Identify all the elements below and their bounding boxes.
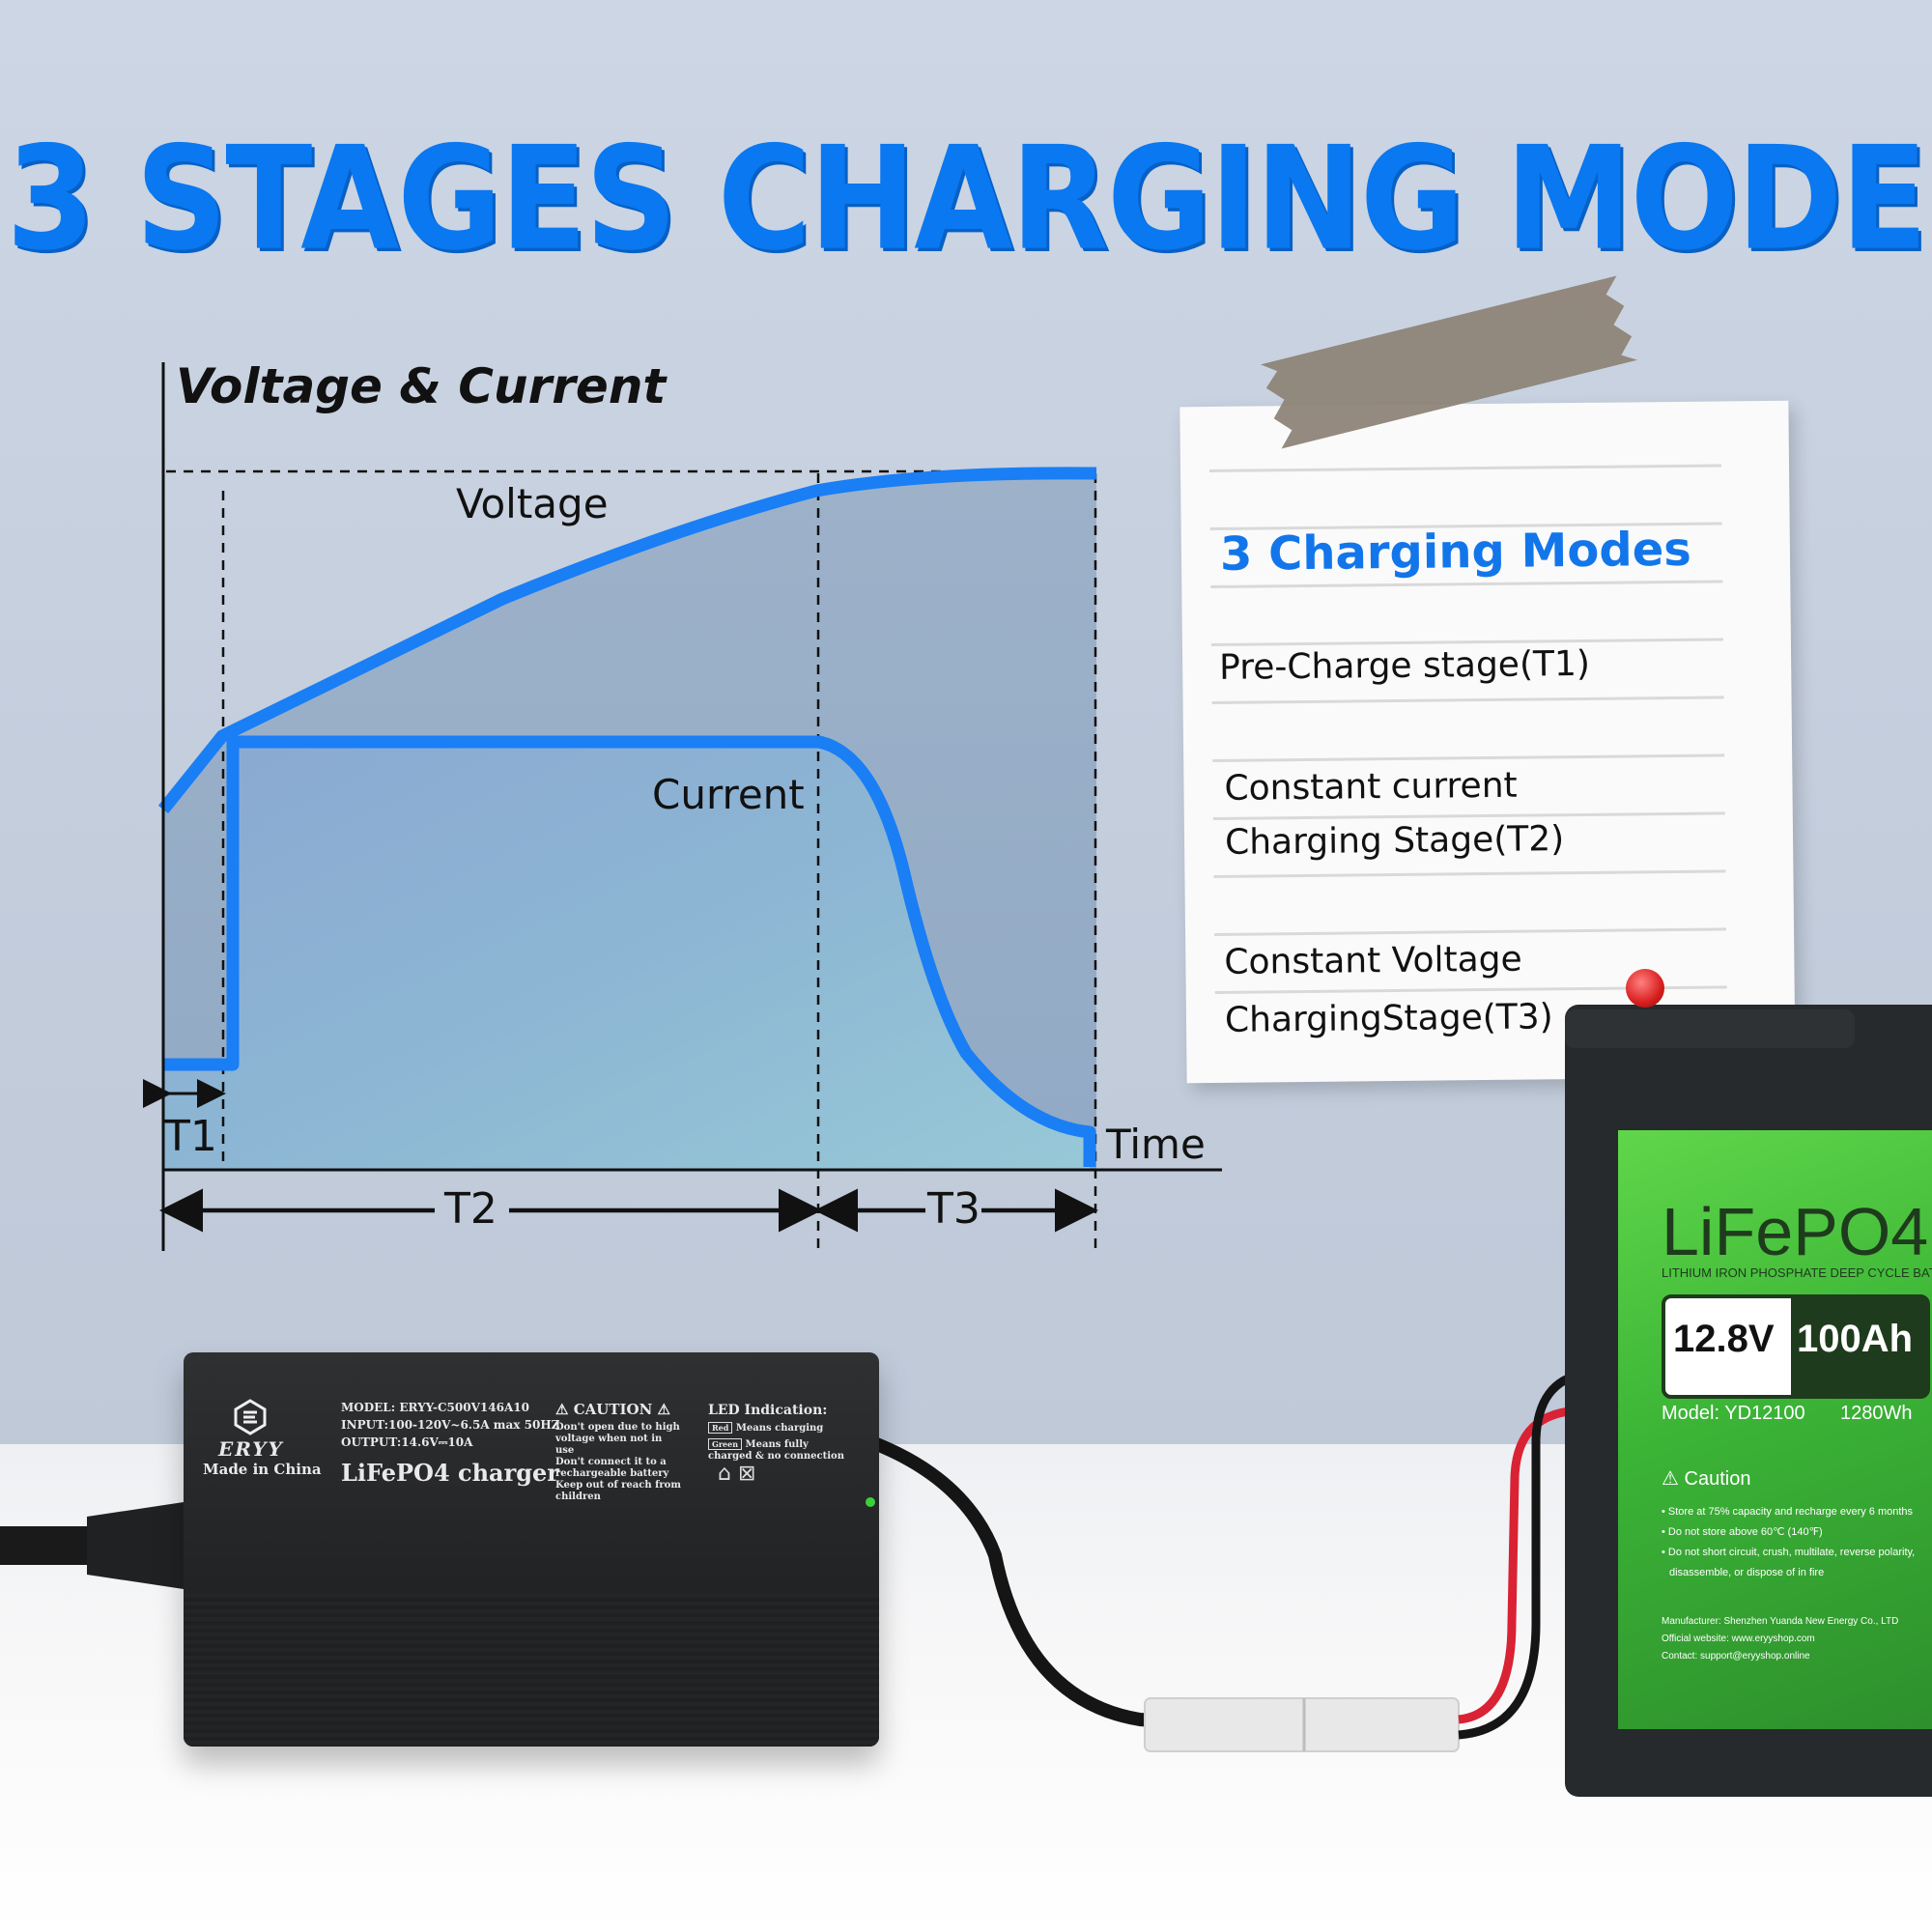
cables	[0, 1369, 1585, 1752]
current-curve	[163, 735, 1096, 1167]
note-rule	[1209, 464, 1722, 472]
ac-plug	[87, 1502, 184, 1589]
battery-subtitle: LITHIUM IRON PHOSPHATE DEEP CYCLE BATTER…	[1662, 1265, 1932, 1280]
warning-triangle-icon: ⚠	[657, 1401, 670, 1418]
warning-triangle-icon: ⚠	[1662, 1468, 1679, 1490]
charger-made-in: Made in China	[203, 1461, 322, 1478]
headline: 3 STAGES CHARGING MODE	[6, 116, 1927, 283]
note-rule	[1213, 869, 1726, 878]
battery-capacity: 100Ah	[1797, 1318, 1914, 1360]
note-title: 3 Charging Modes	[1219, 522, 1692, 582]
charger-model: MODEL: ERYY-C500V146A10	[341, 1401, 529, 1414]
battery-rating-box: 12.8V 100Ah	[1662, 1294, 1930, 1399]
battery-caution-item: • Do not short circuit, crush, multilate…	[1662, 1547, 1916, 1558]
led-green-text: Means fully charged & no connection	[708, 1439, 844, 1462]
current-label: Current	[652, 771, 805, 818]
note-pre-charge: Pre-Charge stage(T1)	[1218, 643, 1591, 688]
voltage-label: Voltage	[456, 480, 609, 527]
led-red-row: Red Means charging	[708, 1422, 853, 1435]
led-title: LED Indication:	[708, 1403, 828, 1418]
disposal-icons: ⌂ ⊠	[718, 1462, 756, 1486]
battery-red-lead	[1458, 1406, 1585, 1724]
battery-label: LiFePO4 LITHIUM IRON PHOSPHATE DEEP CYCL…	[1618, 1130, 1932, 1729]
charger-brand: ERYY	[218, 1437, 284, 1461]
current-area	[163, 742, 1090, 1169]
battery-terminal-cap	[1626, 969, 1664, 1008]
sticky-note: 3 Charging Modes Pre-Charge stage(T1) Co…	[1179, 400, 1796, 1084]
charging-diagram: Voltage & Current Voltage Current Time T…	[143, 358, 1222, 1251]
battery-caution-item: disassemble, or dispose of in fire	[1669, 1567, 1825, 1578]
battery-caution-item: • Store at 75% capacity and recharge eve…	[1662, 1506, 1914, 1518]
led-green-tag: Green	[708, 1438, 743, 1450]
voltage-curve	[157, 467, 1097, 814]
battery-lid	[1565, 1009, 1855, 1048]
warning-triangle-icon: ⚠	[555, 1401, 569, 1418]
battery-chemistry: LiFePO4	[1662, 1194, 1929, 1269]
lifepo4-charger: ERYY Made in China MODEL: ERYY-C500V146A…	[184, 1352, 879, 1747]
charger-heat-fins	[184, 1594, 879, 1747]
caution-item: Keep out of reach from children	[555, 1480, 681, 1502]
charger-caution-title: ⚠ CAUTION ⚠	[555, 1401, 670, 1418]
t1-label: T1	[163, 1112, 217, 1161]
caution-item: Don't open due to high voltage when not …	[555, 1422, 680, 1456]
t3-label: T3	[926, 1184, 980, 1234]
note-cv-line2: ChargingStage(T3)	[1224, 997, 1553, 1040]
battery-caution-title: ⚠ Caution	[1662, 1466, 1750, 1491]
battery-caution-item: • Do not store above 60℃ (140℉)	[1662, 1526, 1823, 1538]
eryy-logo-icon	[234, 1399, 267, 1435]
battery-model: Model: YD12100	[1662, 1403, 1805, 1424]
battery-voltage: 12.8V	[1673, 1318, 1775, 1360]
led-red-text: Means charging	[735, 1423, 824, 1434]
caution-item: Don't connect it to a rechargeable batte…	[555, 1457, 669, 1479]
note-cc-line1: Constant current	[1224, 765, 1518, 809]
led-red-tag: Red	[708, 1422, 733, 1434]
battery-energy: 1280Wh	[1840, 1403, 1913, 1424]
time-label: Time	[1105, 1121, 1206, 1168]
y-axis-title: Voltage & Current	[176, 358, 668, 414]
led-indicator	[866, 1497, 875, 1507]
battery-website: Official website: www.eryyshop.com	[1662, 1634, 1815, 1644]
note-cc-line2: Charging Stage(T2)	[1224, 819, 1565, 863]
note-rule	[1210, 580, 1723, 588]
battery-manufacturer: Manufacturer: Shenzhen Yuanda New Energy…	[1662, 1616, 1899, 1627]
battery-black-lead	[1458, 1369, 1585, 1740]
note-rule	[1211, 696, 1724, 704]
t2-label: T2	[443, 1184, 497, 1234]
caution-title-text: CAUTION	[573, 1401, 653, 1418]
charger-output: OUTPUT:14.6V⎓10A	[341, 1435, 473, 1449]
battery-capacity-box: 100Ah	[1791, 1298, 1926, 1395]
battery-caution-text: Caution	[1684, 1468, 1751, 1490]
charger-name: LiFePO4 charger	[341, 1459, 559, 1487]
dc-cable	[867, 1435, 1170, 1728]
note-cv-line1: Constant Voltage	[1224, 939, 1522, 982]
anderson-connector	[1144, 1697, 1460, 1752]
charger-input: INPUT:100-120V~6.5A max 50HZ	[341, 1418, 560, 1432]
battery-contact: Contact: support@eryyshop.online	[1662, 1651, 1810, 1662]
led-green-row: Green Means fully charged & no connectio…	[708, 1438, 853, 1463]
